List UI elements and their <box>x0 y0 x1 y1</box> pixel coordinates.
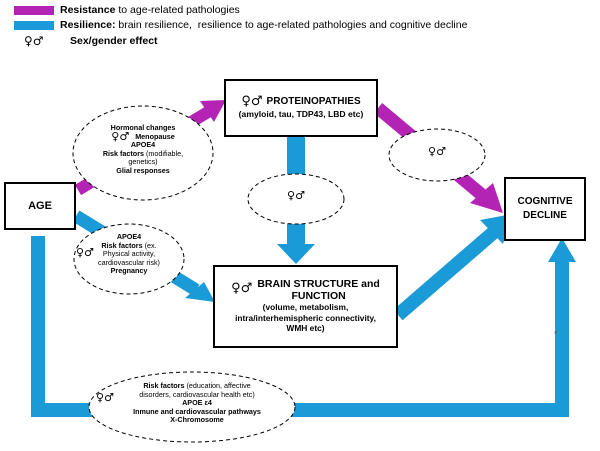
ellipse-protein-cognitive <box>388 128 486 182</box>
sex-gender-icon: ♀♂ <box>241 94 263 109</box>
ellipse-protein-cognitive-text: ♀♂ <box>417 145 457 158</box>
sex-gender-icon: ♀♂ <box>96 391 114 405</box>
ellipse-apoe-line5: Pregnancy <box>110 266 148 276</box>
box-brain-sub-1: (volume, metabolism, <box>262 302 349 313</box>
ellipse-hormonal-factors <box>72 105 214 201</box>
legend-resilience-text: brain resilience, resilience to age-rela… <box>115 19 468 31</box>
sex-gender-icon: ♀♂ <box>428 145 446 158</box>
legend-resistance-label: Resistance <box>60 4 116 16</box>
ellipse-hormonal-line2: ♀♂ Menopause <box>111 129 175 143</box>
ellipse-bottom-line1: Risk factors (education, affective <box>143 381 251 390</box>
box-cognitive-label-1: COGNITIVE <box>517 196 573 207</box>
sex-gender-icon: ♀♂ <box>24 34 44 48</box>
box-proteinopathies-title-row: ♀♂ PROTEINOPATHIES <box>241 95 360 108</box>
legend-resilience: Resilience: brain resilience, resilience… <box>14 19 467 31</box>
ellipse-bottom-line4: Inmune and cardiovascular pathways <box>133 406 261 416</box>
ellipse-apoe-age-text: APOE4 Risk factors (ex. ♀♂ Physical acti… <box>76 232 178 276</box>
ellipse-apoe-age <box>73 223 185 295</box>
ellipse-hormonal-line3: APOE4 <box>130 140 156 150</box>
box-cognitive-label-2: DECLINE <box>523 210 567 221</box>
tiny-mark: > <box>554 330 557 336</box>
ellipse-hormonal-text: Hormonal changes ♀♂ Menopause APOE4 Risk… <box>80 123 206 176</box>
sex-gender-icon: ♀♂ <box>231 281 253 297</box>
box-proteinopathies: ♀♂ PROTEINOPATHIES (amyloid, tau, TDP43,… <box>224 79 378 137</box>
box-brain-title-1: BRAIN STRUCTURE and <box>257 278 380 291</box>
ellipse-hormonal-line4: Risk factors (modifiable, <box>102 148 184 158</box>
ellipse-bottom-line2: disorders, cardiovascular health etc) <box>139 389 255 399</box>
box-brain-sub-3: WMH etc) <box>286 323 325 334</box>
legend-resistance-text: to age-related pathologies <box>115 4 240 16</box>
resilience-arrow-bottom-loop <box>31 236 569 417</box>
ellipse-apoe-line3: ♀♂ Physical activity, <box>76 246 156 260</box>
legend-resilience-swatch <box>14 20 54 30</box>
box-brain-title-2: FUNCTION <box>291 289 346 302</box>
sex-gender-icon: ♀♂ <box>111 129 130 143</box>
sex-gender-icon: ♀♂ <box>76 246 94 260</box>
ellipse-bottom-factors <box>88 371 296 443</box>
box-brain-title-row: ♀♂ BRAIN STRUCTURE and FUNCTION <box>231 279 380 302</box>
ellipse-bottom-line3: ♀♂ APOE ε4 <box>96 391 212 408</box>
legend-resistance-swatch <box>14 5 54 15</box>
legend-sex: ♀♂ Sex/gender effect <box>24 34 158 48</box>
resilience-arrowhead-bottom-loop <box>548 238 576 262</box>
box-proteinopathies-title: PROTEINOPATHIES <box>266 96 361 107</box>
legend-resilience-label: Resilience: <box>60 19 116 31</box>
box-brain-structure: ♀♂ BRAIN STRUCTURE and FUNCTION (volume,… <box>213 265 398 348</box>
resilience-arrowhead-age-to-brain <box>185 282 215 302</box>
resistance-arrowhead-age-to-protein <box>200 100 226 122</box>
box-proteinopathies-sub: (amyloid, tau, TDP43, LBD etc) <box>238 109 364 119</box>
ellipse-protein-brain-text: ♀♂ <box>276 189 316 202</box>
ellipse-bottom-line5: X-Chromosome <box>170 415 224 425</box>
legend-sex-label: Sex/gender effect <box>70 35 158 47</box>
box-age: AGE <box>4 182 76 230</box>
ellipse-hormonal-line5: genetics) <box>128 157 158 167</box>
ellipse-hormonal-line1: Hormonal changes <box>110 123 176 132</box>
resilience-arrow-brain-to-cognitive <box>393 226 499 321</box>
ellipse-apoe-line2: Risk factors (ex. <box>101 240 157 250</box>
box-age-label: AGE <box>28 200 52 212</box>
box-cognitive-decline: COGNITIVE DECLINE <box>504 177 586 241</box>
ellipse-hormonal-line6: Glial responses <box>116 165 170 175</box>
ellipse-apoe-line4: cardiovascular risk) <box>98 257 160 267</box>
legend-resistance: Resistance to age-related pathologies <box>14 4 240 16</box>
ellipse-bottom-text: Risk factors (education, affective disor… <box>96 381 290 425</box>
ellipse-protein-brain <box>247 173 345 225</box>
resistance-arrowhead-protein-to-cognitive <box>470 183 503 213</box>
sex-gender-icon: ♀♂ <box>287 189 305 202</box>
box-brain-sub-2: intra/interhemispheric connectivity, <box>235 312 376 323</box>
resilience-arrowhead-protein-to-brain <box>277 244 315 264</box>
ellipse-apoe-line1: APOE4 <box>116 232 142 241</box>
